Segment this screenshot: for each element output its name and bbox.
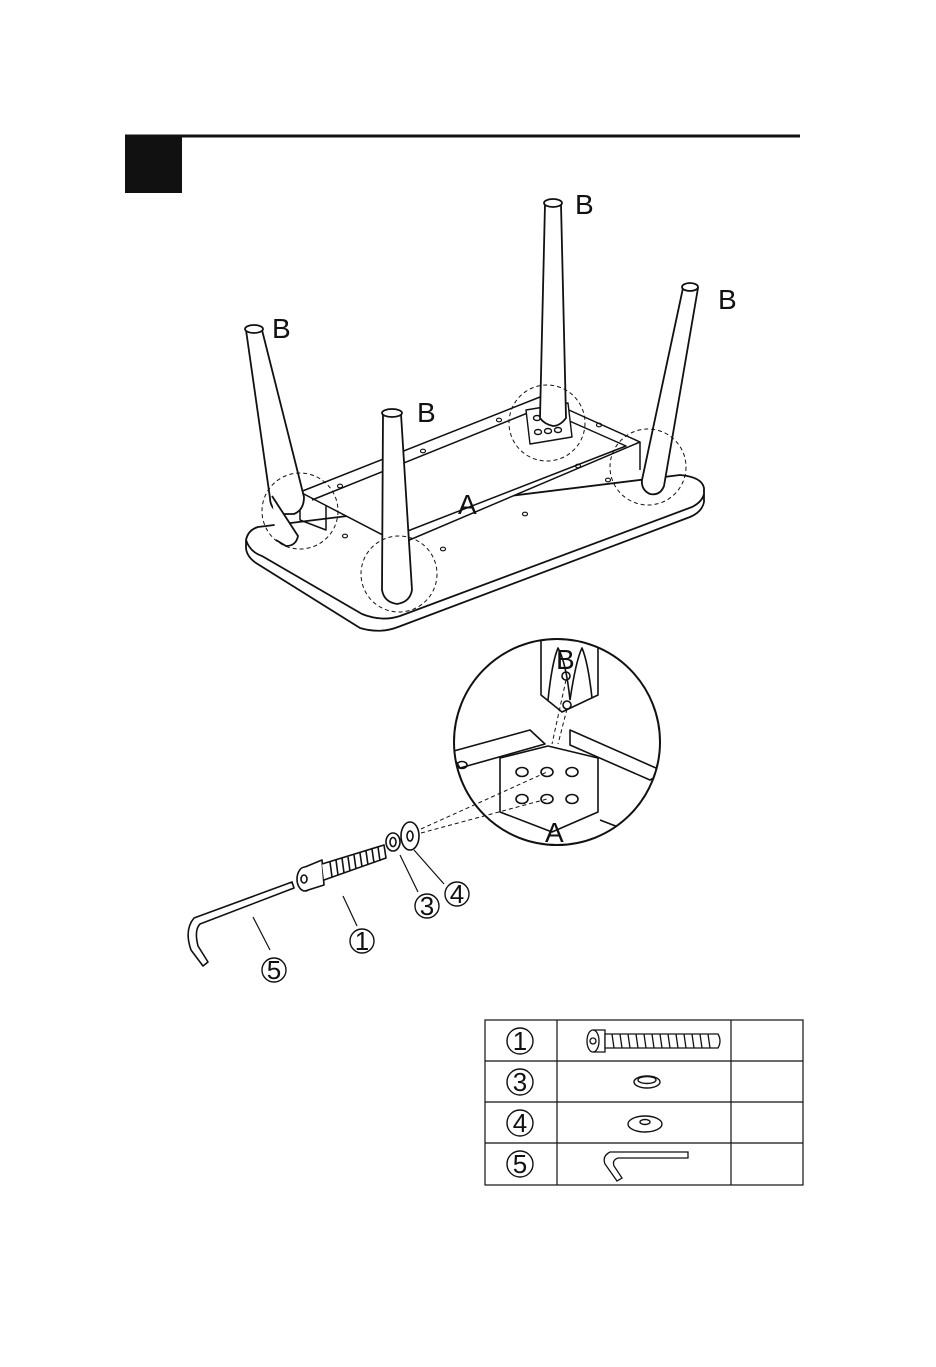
bolt-part [297, 845, 386, 891]
leg-right [642, 283, 698, 494]
spring-washer-icon [634, 1076, 660, 1088]
svg-text:4: 4 [450, 879, 464, 909]
leg-label-left-back: B [272, 313, 291, 344]
parts-row-3-number: 3 [513, 1067, 527, 1097]
parts-row-4-number: 4 [513, 1108, 527, 1138]
leg-left-back [245, 325, 304, 546]
allen-key-part [188, 882, 294, 966]
flat-washer-icon [628, 1116, 662, 1132]
detail-tabletop-label: A [545, 817, 564, 848]
allen-key-leader [253, 917, 270, 950]
svg-text:1: 1 [355, 926, 369, 956]
table-assembly [245, 199, 704, 631]
parts-row-3: 3 [507, 1067, 660, 1097]
parts-row-4: 4 [507, 1108, 662, 1138]
step-number-box [125, 136, 182, 193]
spring-washer-part [386, 833, 400, 851]
spring-washer-leader [400, 855, 418, 892]
svg-text:5: 5 [267, 955, 281, 985]
bolt-icon [587, 1030, 720, 1052]
leg-left-front [382, 409, 412, 604]
callout-allen-key: 5 [262, 955, 286, 985]
detail-leg-label: B [556, 644, 575, 675]
leg-label-right: B [718, 284, 737, 315]
parts-row-5-number: 5 [513, 1149, 527, 1179]
flat-washer-leader [414, 850, 444, 884]
callout-flat-washer: 4 [445, 879, 469, 909]
svg-text:3: 3 [420, 891, 434, 921]
bolt-leader [343, 896, 357, 926]
parts-row-1: 1 [507, 1026, 720, 1056]
tabletop-label: A [458, 489, 477, 520]
flat-washer-part [401, 822, 419, 850]
parts-row-1-number: 1 [513, 1026, 527, 1056]
leg-label-back: B [575, 189, 594, 220]
callout-spring-washer: 3 [415, 891, 439, 921]
parts-row-5: 5 [507, 1149, 688, 1181]
leg-label-left-front: B [417, 397, 436, 428]
callout-bolt: 1 [350, 926, 374, 956]
leg-back [540, 199, 566, 426]
allen-key-icon [604, 1152, 688, 1181]
